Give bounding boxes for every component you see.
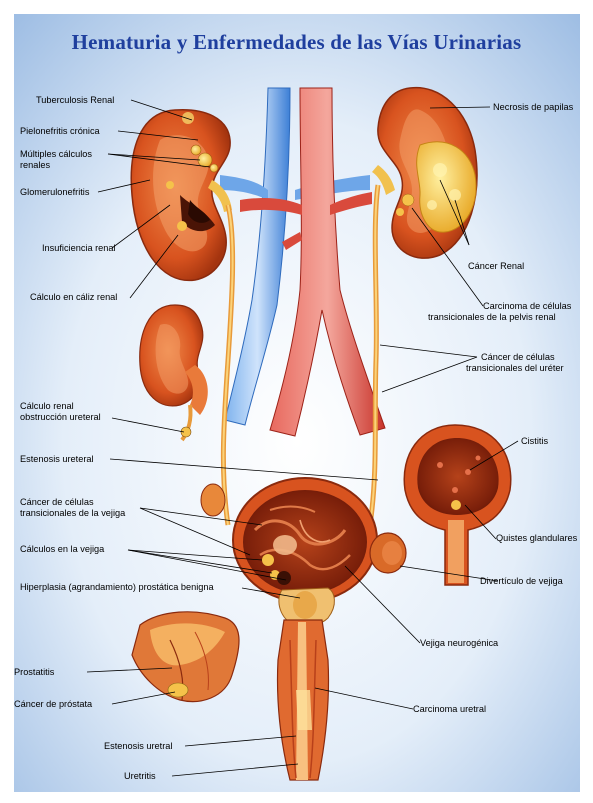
label-hiperplasia: Hiperplasia (agrandamiento) prostática b…: [20, 582, 214, 593]
label-cancer-renal: Cáncer Renal: [468, 261, 524, 272]
label-calculo-caliz: Cálculo en cáliz renal: [30, 292, 117, 303]
label-diverticulo-vejiga: Divertículo de vejiga: [480, 576, 563, 587]
label-tuberculosis-renal: Tuberculosis Renal: [36, 95, 114, 106]
label-calculo-obstruccion-1: Cálculo renal: [20, 401, 74, 412]
label-prostatitis: Prostatitis: [14, 667, 54, 678]
label-cancer-ureter-2: transicionales del uréter: [466, 363, 564, 374]
label-cancer-ureter-1: Cáncer de células: [481, 352, 555, 363]
label-vejiga-neurogenica: Vejiga neurogénica: [420, 638, 498, 649]
label-cancer-prostata: Cáncer de próstata: [14, 699, 92, 710]
label-calculo-obstruccion-2: obstrucción ureteral: [20, 412, 101, 423]
label-pielonefritis: Pielonefritis crónica: [20, 126, 100, 137]
poster-title: Hematuria y Enfermedades de las Vías Uri…: [0, 30, 593, 55]
label-cancer-vejiga-1: Cáncer de células: [20, 497, 94, 508]
label-multiples-calculos-1: Múltiples cálculos: [20, 149, 92, 160]
label-insuficiencia-renal: Insuficiencia renal: [42, 243, 116, 254]
label-carcinoma-pelvis-1: Carcinoma de células: [483, 301, 571, 312]
label-quistes-glandulares: Quistes glandulares: [496, 533, 577, 544]
label-estenosis-ureteral: Estenosis ureteral: [20, 454, 94, 465]
label-cancer-vejiga-2: transicionales de la vejiga: [20, 508, 125, 519]
label-cistitis: Cistitis: [521, 436, 548, 447]
label-necrosis-papilas: Necrosis de papilas: [493, 102, 573, 113]
label-carcinoma-pelvis-2: transicionales de la pelvis renal: [428, 312, 556, 323]
label-calculos-vejiga: Cálculos en la vejiga: [20, 544, 104, 555]
label-glomerulonefritis: Glomerulonefritis: [20, 187, 89, 198]
label-uretritis: Uretritis: [124, 771, 156, 782]
label-multiples-calculos-2: renales: [20, 160, 50, 171]
label-estenosis-uretral: Estenosis uretral: [104, 741, 172, 752]
label-carcinoma-uretral: Carcinoma uretral: [413, 704, 486, 715]
